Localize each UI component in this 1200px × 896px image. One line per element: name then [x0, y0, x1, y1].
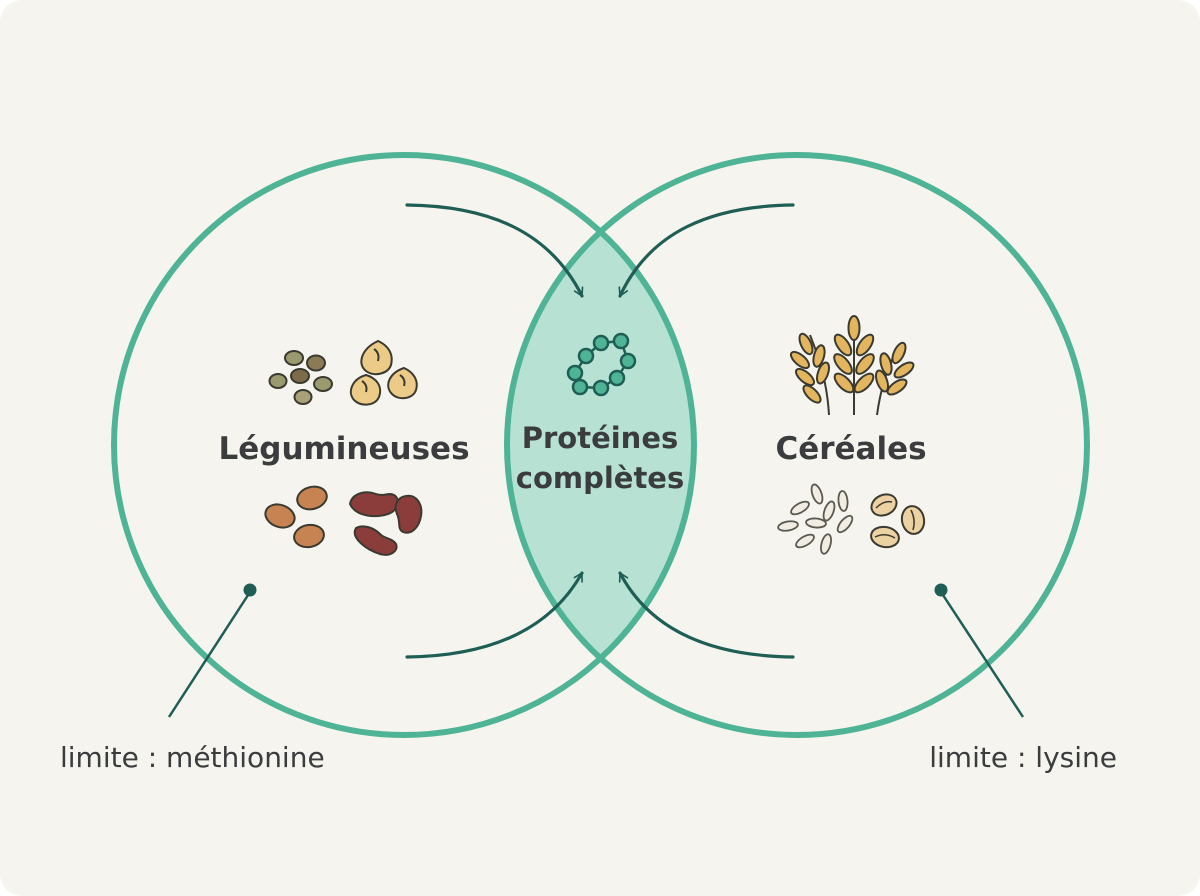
intersection-label-line2: complètes — [516, 461, 685, 495]
intersection-label-line1: Protéines — [522, 421, 679, 455]
kidney-beans-icon — [348, 491, 423, 556]
arrow-top-right — [618, 203, 795, 298]
legumes-circle — [111, 152, 697, 738]
arrow-bottom-left — [405, 571, 584, 659]
legumes-label: Légumineuses — [218, 431, 469, 467]
brown-beans-icon — [264, 485, 328, 549]
right-note-pointer — [934, 583, 1025, 718]
arrow-top-left — [405, 203, 584, 298]
left-note-pointer — [167, 583, 257, 718]
cereals-limit-note: limite : lysine — [929, 741, 1117, 774]
chickpeas-icon — [349, 339, 418, 406]
oat-grains-icon — [870, 493, 926, 549]
wheat-icon — [789, 315, 915, 416]
rice-grains-icon — [777, 483, 854, 555]
arrow-bottom-right — [618, 571, 795, 659]
lentils-icon — [268, 350, 333, 405]
cereals-label: Céréales — [775, 431, 926, 467]
cereals-circle — [504, 152, 1090, 738]
legumes-limit-note: limite : méthionine — [60, 741, 325, 774]
protein-chain-icon — [566, 332, 637, 397]
